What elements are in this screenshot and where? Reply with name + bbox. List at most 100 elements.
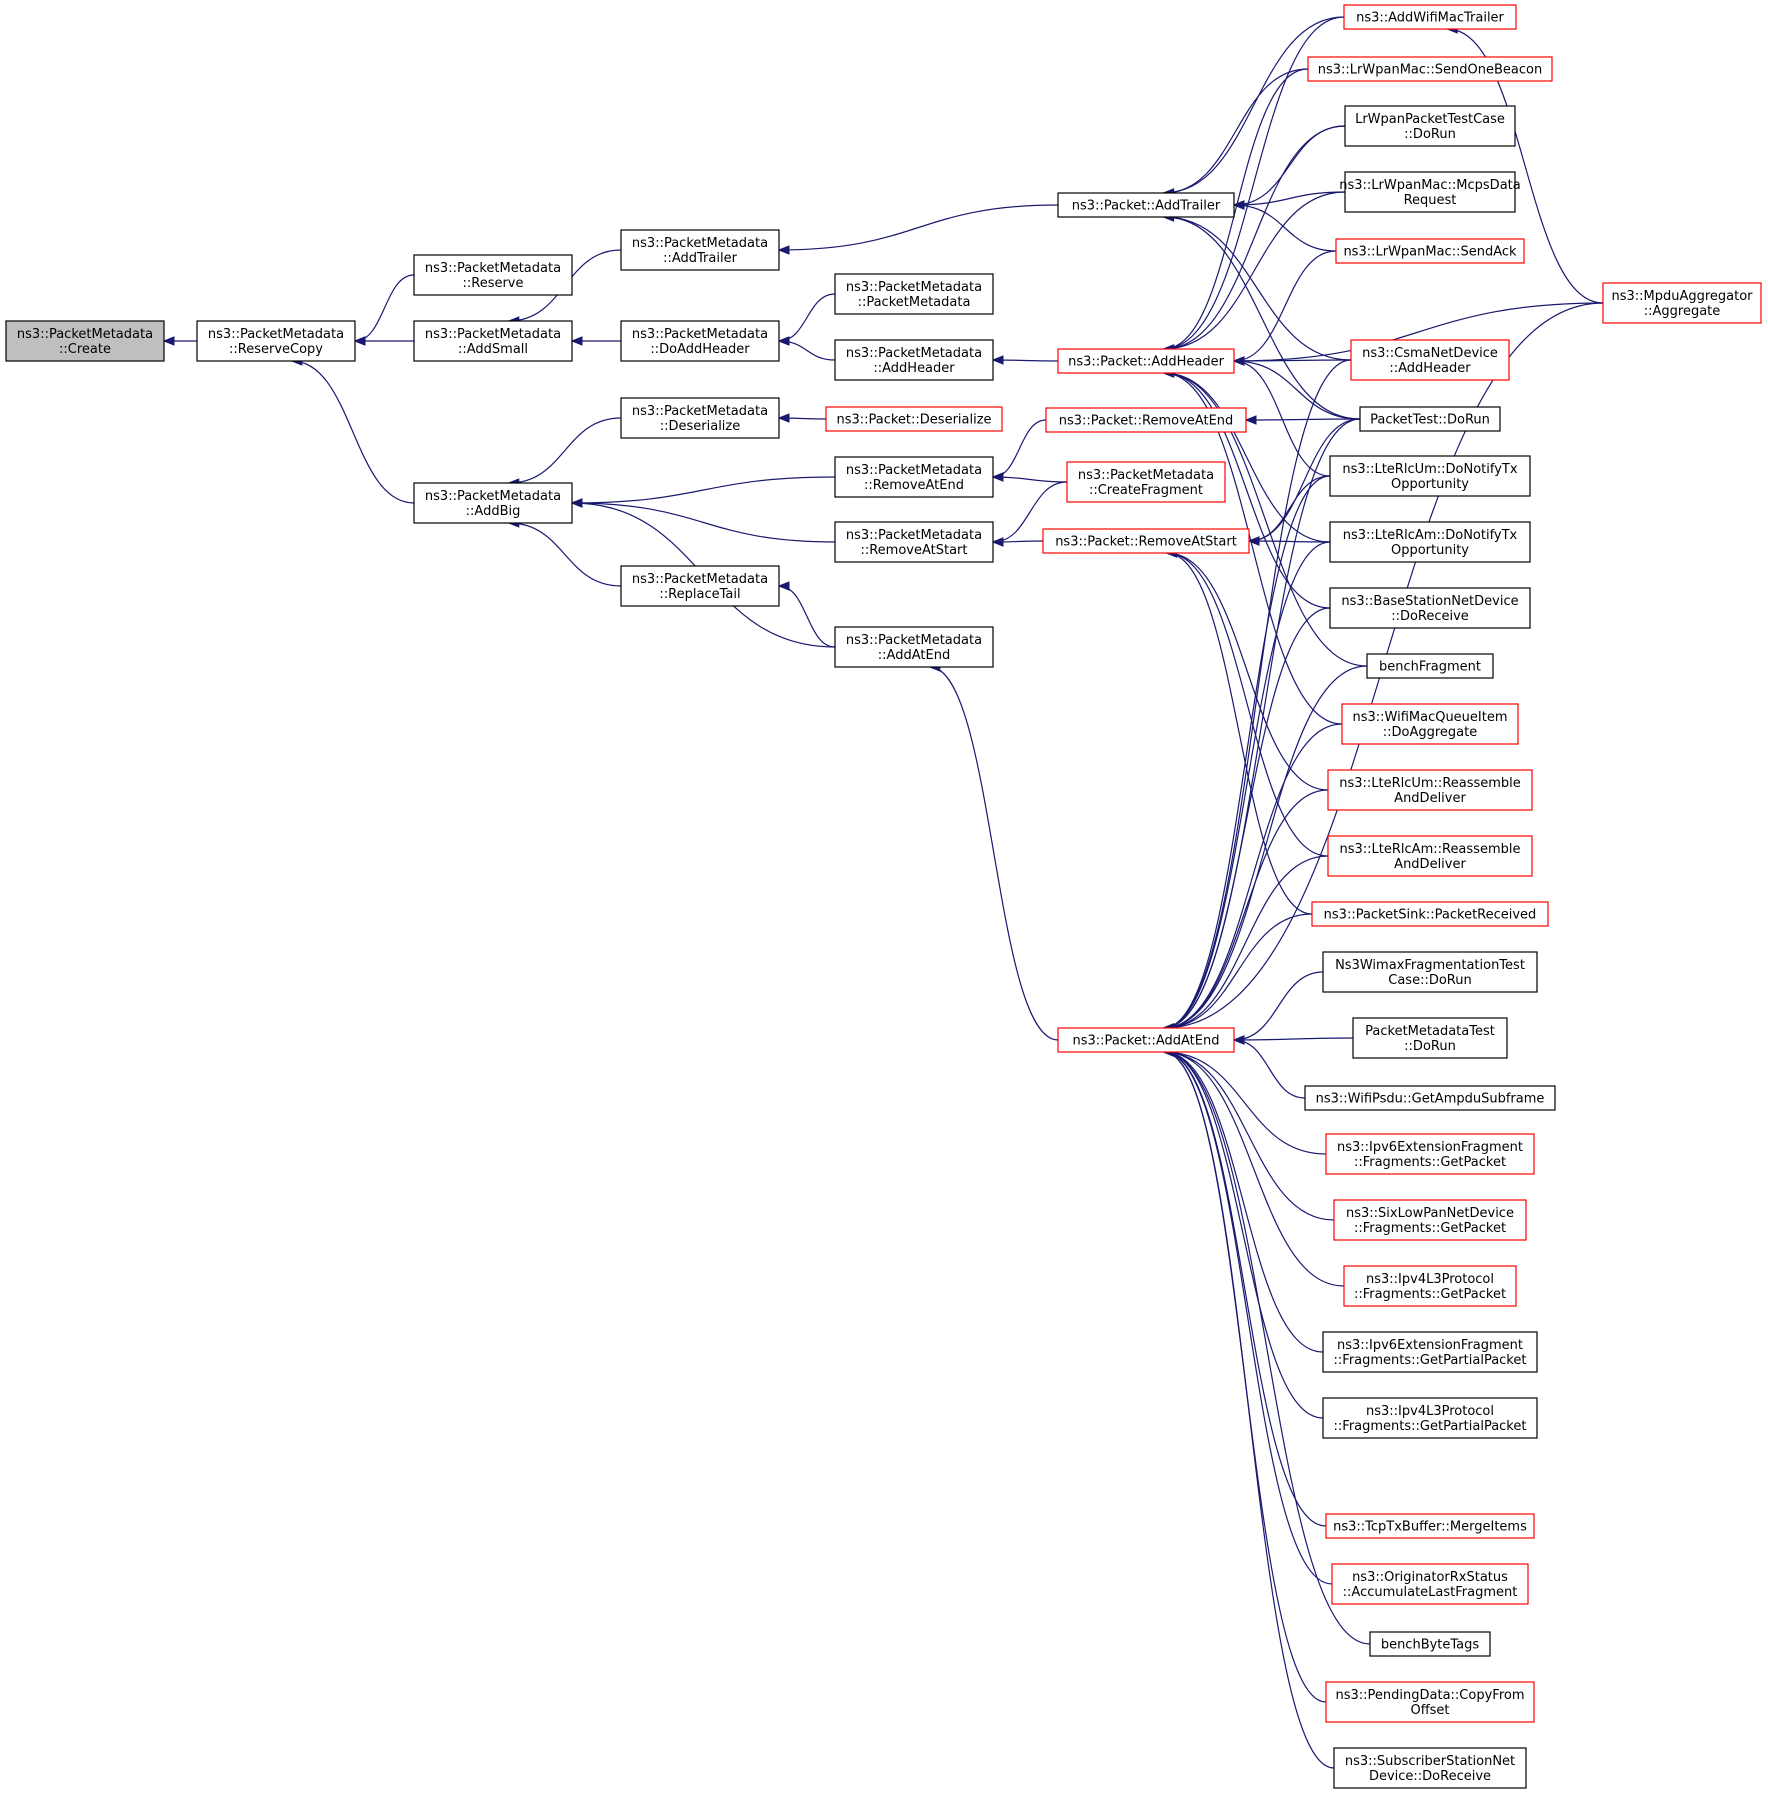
edge-p_addtrailer-from-addwifimactrailer <box>1162 16 1345 198</box>
node-addwifimactrailer[interactable]: ns3::AddWifiMacTrailer <box>1343 4 1517 30</box>
node-pm-ctor[interactable]: ns3::PacketMetadata::PacketMetadata <box>834 273 994 315</box>
node-pm-replacetail[interactable]: ns3::PacketMetadata::ReplaceTail <box>620 565 780 607</box>
node-box <box>1311 901 1549 927</box>
node-sendack[interactable]: ns3::LrWpanMac::SendAck <box>1335 238 1525 264</box>
node-box <box>1325 1133 1535 1175</box>
node-mpdu-aggregate[interactable]: ns3::MpduAggregator::Aggregate <box>1602 282 1762 324</box>
node-bs-doreceive[interactable]: ns3::BaseStationNetDevice::DoReceive <box>1329 587 1531 629</box>
node-pm-deserialize[interactable]: ns3::PacketMetadata::Deserialize <box>620 397 780 439</box>
node-sixlowpan-getpacket[interactable]: ns3::SixLowPanNetDevice::Fragments::GetP… <box>1333 1199 1527 1241</box>
edge-line <box>1163 372 1343 725</box>
node-sendonebeacon[interactable]: ns3::LrWpanMac::SendOneBeacon <box>1307 56 1553 82</box>
node-p-removeatend[interactable]: ns3::Packet::RemoveAtEnd <box>1045 407 1247 433</box>
node-create[interactable]: ns3::PacketMetadata::Create <box>5 320 165 362</box>
edge-line <box>1163 607 1331 1029</box>
node-benchbytetags[interactable]: benchByteTags <box>1369 1631 1491 1657</box>
node-wifimacqueue[interactable]: ns3::WifiMacQueueItem::DoAggregate <box>1341 703 1519 745</box>
node-pm-addheader[interactable]: ns3::PacketMetadata::AddHeader <box>834 339 994 381</box>
node-csma-addheader[interactable]: ns3::CsmaNetDevice::AddHeader <box>1350 339 1510 381</box>
node-addsmall[interactable]: ns3::PacketMetadata::AddSmall <box>413 320 573 362</box>
node-p-removeatstart[interactable]: ns3::Packet::RemoveAtStart <box>1042 528 1250 554</box>
edge-arrowhead <box>991 537 1004 547</box>
node-label: ns3::LrWpanMac::SendAck <box>1343 245 1517 260</box>
node-p-deserialize[interactable]: ns3::Packet::Deserialize <box>825 406 1003 432</box>
edge-line <box>1163 16 1345 194</box>
node-lrwpantest[interactable]: LrWpanPacketTestCase::DoRun <box>1344 105 1516 147</box>
node-label: ::Reserve <box>462 276 523 291</box>
node-ipv6frag-getpacket[interactable]: ns3::Ipv6ExtensionFragment::Fragments::G… <box>1325 1133 1535 1175</box>
node-label: benchFragment <box>1379 660 1481 675</box>
edge-line <box>1233 360 1361 420</box>
node-tcptxbuffer[interactable]: ns3::TcpTxBuffer::MergeItems <box>1325 1513 1535 1539</box>
edge-p_addheader-from-sendack <box>1232 250 1337 366</box>
node-label: ::Fragments::GetPacket <box>1354 1287 1506 1302</box>
node-packettest[interactable]: PacketTest::DoRun <box>1359 406 1501 432</box>
edge-line <box>1233 250 1337 362</box>
edge-reservecopy-from-addsmall <box>353 336 415 346</box>
node-reservecopy[interactable]: ns3::PacketMetadata::ReserveCopy <box>196 320 356 362</box>
edge-arrowhead <box>570 336 583 346</box>
edge-line <box>1163 191 1346 350</box>
node-label: ns3::WifiMacQueueItem <box>1352 710 1507 725</box>
edge-arrowhead <box>777 581 790 591</box>
node-box <box>413 320 573 362</box>
edge-line <box>1233 204 1337 252</box>
edge-arrowhead <box>570 498 583 508</box>
edge-line <box>1248 475 1331 542</box>
node-pm-createfragment[interactable]: ns3::PacketMetadata::CreateFragment <box>1066 461 1226 503</box>
node-ipv4l3-getpacket[interactable]: ns3::Ipv4L3Protocol::Fragments::GetPacke… <box>1343 1265 1517 1307</box>
node-pm-removeatend[interactable]: ns3::PacketMetadata::RemoveAtEnd <box>834 456 994 498</box>
node-box <box>1057 192 1235 218</box>
edge-pm_addtrailer-from-p_addtrailer <box>777 204 1059 255</box>
node-pm-addtrailer[interactable]: ns3::PacketMetadata::AddTrailer <box>620 229 780 271</box>
edge-p_addtrailer-from-sendonebeacon <box>1162 68 1309 198</box>
node-box <box>5 320 165 362</box>
node-box <box>1344 171 1516 213</box>
node-box <box>834 521 994 563</box>
node-ipv4l3-partial[interactable]: ns3::Ipv4L3Protocol::Fragments::GetParti… <box>1322 1397 1538 1439</box>
edge-addbig-from-pm_removeatstart <box>570 498 836 543</box>
node-packetsink[interactable]: ns3::PacketSink::PacketReceived <box>1311 901 1549 927</box>
node-pmtest[interactable]: PacketMetadataTest::DoRun <box>1352 1017 1508 1059</box>
edge-line <box>1163 789 1329 1029</box>
node-box <box>1369 1631 1491 1657</box>
node-label: Request <box>1404 193 1457 208</box>
node-subscriber[interactable]: ns3::SubscriberStationNetDevice::DoRecei… <box>1333 1747 1527 1789</box>
node-ampdusubframe[interactable]: ns3::WifiPsdu::GetAmpduSubframe <box>1304 1085 1556 1111</box>
edge-line <box>1163 913 1313 1029</box>
node-label: ::DoAddHeader <box>650 342 750 357</box>
edge-line <box>1245 418 1361 421</box>
node-p-addatend[interactable]: ns3::Packet::AddAtEnd <box>1057 1027 1235 1053</box>
node-pm-addatend[interactable]: ns3::PacketMetadata::AddAtEnd <box>834 626 994 668</box>
node-p-addheader[interactable]: ns3::Packet::AddHeader <box>1057 348 1235 374</box>
edge-line <box>1248 540 1331 543</box>
node-box <box>620 229 780 271</box>
node-originator[interactable]: ns3::OriginatorRxStatus::AccumulateLastF… <box>1331 1563 1529 1605</box>
node-pm-removeatstart[interactable]: ns3::PacketMetadata::RemoveAtStart <box>834 521 994 563</box>
node-reserve[interactable]: ns3::PacketMetadata::Reserve <box>413 254 573 296</box>
node-label: Case::DoRun <box>1388 973 1471 988</box>
node-box <box>1602 282 1762 324</box>
node-ipv6frag-partial[interactable]: ns3::Ipv6ExtensionFragment::Fragments::G… <box>1322 1331 1538 1373</box>
edge-line <box>1163 723 1343 1029</box>
node-benchfragment[interactable]: benchFragment <box>1366 653 1494 679</box>
node-pm-doaddheader[interactable]: ns3::PacketMetadata::DoAddHeader <box>620 320 780 362</box>
node-p-addtrailer[interactable]: ns3::Packet::AddTrailer <box>1057 192 1235 218</box>
node-box <box>1352 1017 1508 1059</box>
edge-line <box>1163 1051 1345 1287</box>
edge-line <box>1233 1037 1354 1041</box>
node-addbig[interactable]: ns3::PacketMetadata::AddBig <box>413 482 573 524</box>
edge-p_addheader-from-rlcam_notify <box>1162 368 1331 543</box>
node-label: ::Create <box>59 342 111 357</box>
node-label: ns3::Ipv4L3Protocol <box>1366 1404 1494 1419</box>
edge-p_addatend-from-wimaxfrag <box>1232 971 1324 1045</box>
node-box <box>1322 1331 1538 1373</box>
